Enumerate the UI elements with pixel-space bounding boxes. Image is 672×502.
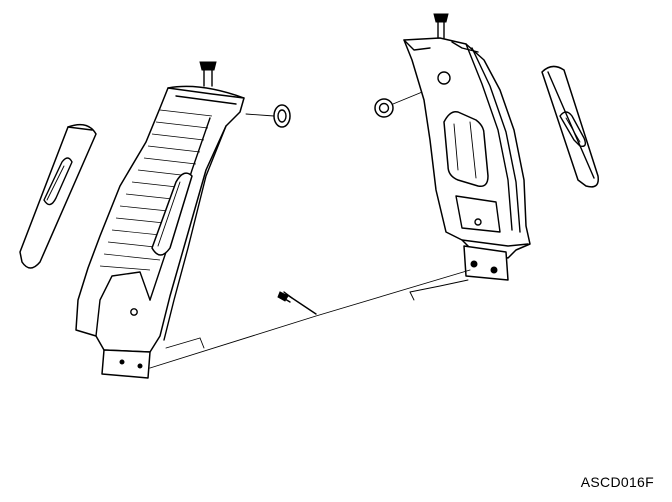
screw (277, 291, 317, 315)
left-cover-plate (19, 123, 97, 269)
left-pillar-trim (75, 61, 245, 379)
leader-lines (149, 269, 471, 369)
right-pillar-trim (403, 13, 531, 281)
reference-code: ASCD016F (580, 474, 654, 490)
right-cover-plate (541, 65, 599, 188)
left-grommet (245, 104, 291, 128)
right-grommet (374, 87, 433, 118)
